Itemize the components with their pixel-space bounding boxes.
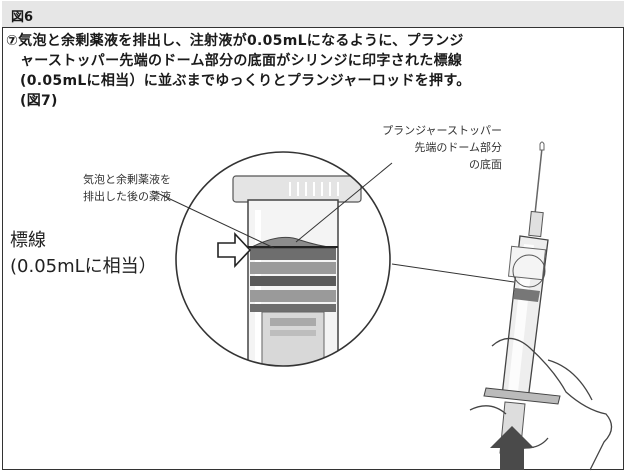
label-bubbles: 気泡と余剰薬液を 排出した後の薬液 [83, 173, 171, 203]
needle [534, 147, 543, 215]
hollow-right-arrow-icon [217, 231, 252, 269]
figure-header: 図6 [2, 1, 624, 28]
instruction-line-4: (図7) [20, 93, 58, 109]
leader-line-solution [152, 190, 275, 249]
small-syringe [469, 141, 613, 471]
label-stopper: プランジャーストッパー 先端のドーム部分 の底面 [382, 124, 502, 171]
up-arrow-icon [490, 426, 534, 470]
marker-label: 標線 (0.05mLに相当） [10, 230, 157, 277]
instruction-line-2: ャーストッパー先端のドーム部分の底面がシリンジに印字された標線 [20, 53, 463, 69]
instruction-line-3: (0.05mLに相当）に並ぶまでゆっくりとプランジャーロッドを押す。 [20, 73, 471, 89]
figure-label: 図6 [11, 10, 34, 25]
finger-flange [483, 387, 561, 405]
hand-illustration [469, 337, 613, 471]
magnifier-circle [175, 151, 391, 367]
instruction-text: ⑦気泡と余剰薬液を排出し、注射液が0.05mLになるように、プランジ ャーストッ… [6, 31, 618, 111]
instruction-line-1: ⑦気泡と余剰薬液を排出し、注射液が0.05mLになるように、プランジ [6, 33, 464, 49]
connector-line [391, 263, 515, 283]
magnified-syringe-view [176, 152, 390, 366]
leader-line-stopper [295, 162, 393, 243]
